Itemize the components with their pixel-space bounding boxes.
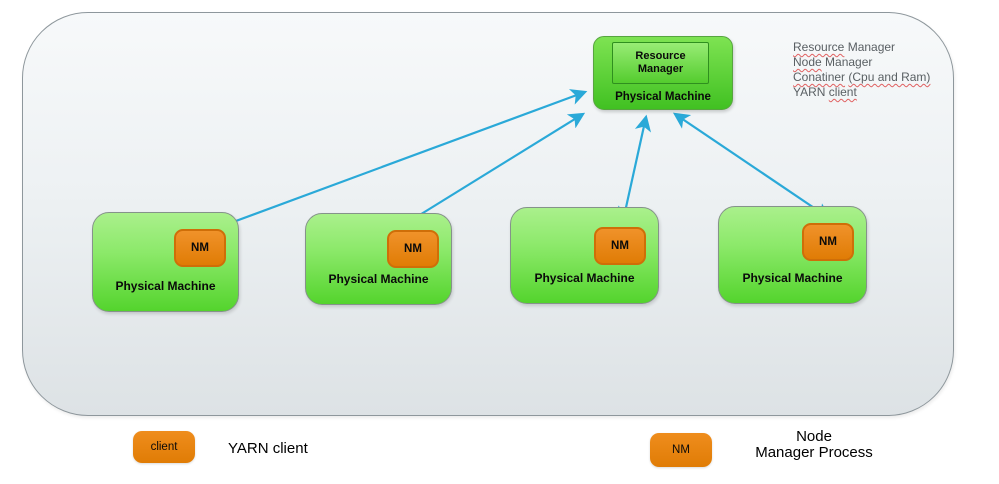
nm-box-1: NM (174, 229, 226, 267)
physical-machine-label-2: Physical Machine (328, 272, 429, 286)
nm-box-2: NM (387, 230, 439, 268)
annotation-line-container: Conatiner (Cpu and Ram) (793, 70, 931, 84)
physical-machine-node-3: NM Physical Machine (510, 207, 659, 304)
physical-machine-label-3: Physical Machine (534, 271, 635, 285)
physical-machine-node-4: NM Physical Machine (718, 206, 867, 304)
legend-nm-label: Node Manager Process (725, 429, 903, 461)
legend-client-box: client (133, 431, 195, 463)
nm-box-4: NM (802, 223, 854, 261)
physical-machine-label-1: Physical Machine (115, 279, 216, 293)
legend-client-label: YARN client (228, 440, 308, 457)
rm-physical-machine-label: Physical Machine (615, 91, 711, 103)
physical-machine-label-4: Physical Machine (742, 271, 843, 285)
annotation-line-resource-manager: Resource Manager (793, 40, 896, 54)
legend-nm-label-line2: Manager Process (755, 444, 873, 461)
annotation-list: Resource Manager Node Manager Conatiner … (793, 40, 930, 100)
legend-nm-label-line1: Node (796, 428, 832, 445)
physical-machine-node-1: NM Physical Machine (92, 212, 239, 312)
nm-box-3: NM (594, 227, 646, 265)
annotation-line-node-manager: Node Manager (793, 55, 873, 69)
resource-manager-machine: Resource Manager Physical Machine (593, 36, 733, 110)
resource-manager-label: Resource Manager (635, 50, 686, 75)
resource-manager-box: Resource Manager (612, 42, 709, 84)
annotation-line-yarn-client: YARN client (793, 85, 857, 99)
legend-nm-box: NM (650, 433, 712, 467)
physical-machine-node-2: NM Physical Machine (305, 213, 452, 305)
